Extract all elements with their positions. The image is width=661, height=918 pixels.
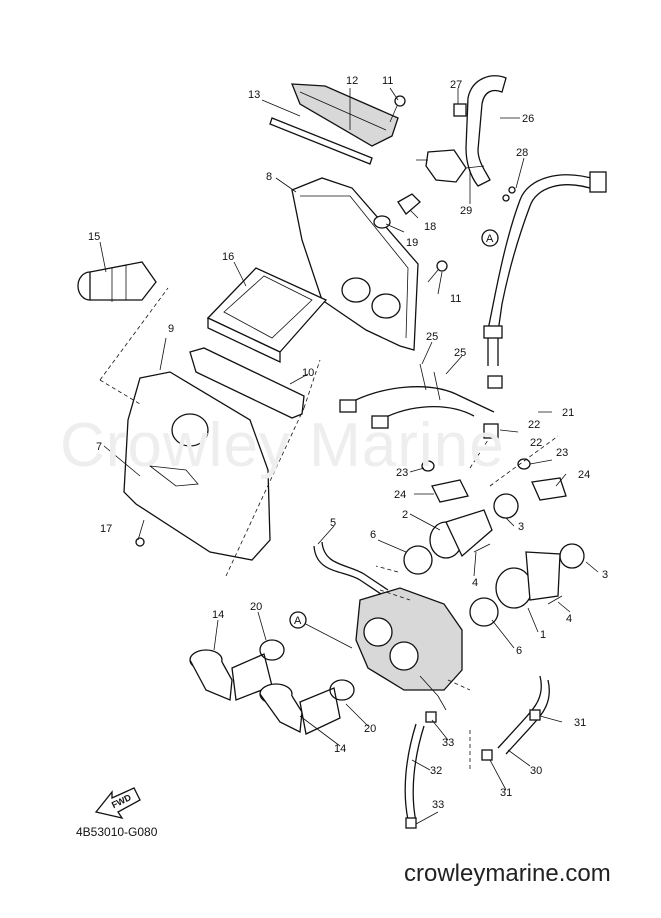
part-17-screw [135, 537, 145, 547]
part-16-filter-element [206, 267, 328, 364]
callout-10: 10 [302, 367, 314, 379]
part-2-joint [429, 509, 493, 559]
callout-3: 3 [602, 569, 608, 581]
callout-14: 14 [212, 609, 224, 621]
part-3-o-ring [493, 493, 585, 569]
callout-27: 27 [450, 79, 462, 91]
callout-20: 20 [250, 601, 262, 613]
callout-16: 16 [222, 251, 234, 263]
callout-21: 21 [562, 407, 574, 419]
callout-32: 32 [430, 765, 442, 777]
part-7-lower-case [123, 371, 271, 561]
part-9-10-gasket [189, 347, 305, 419]
part-5-hose [313, 541, 389, 597]
watermark: Crowley Marine [60, 411, 505, 480]
fwd-arrow-icon: FWD [94, 787, 141, 820]
part-13-strip [269, 117, 373, 165]
part-24-holder [431, 477, 567, 503]
callout-7: 7 [96, 441, 102, 453]
callout-6: 6 [370, 529, 376, 541]
callout-31: 31 [574, 717, 586, 729]
callout-25: 25 [426, 331, 438, 343]
callout-13: 13 [248, 89, 260, 101]
leader-lines [99, 87, 599, 825]
callout-31: 31 [500, 787, 512, 799]
callout-11: 11 [450, 293, 461, 305]
callout-30: 30 [530, 765, 542, 777]
part-4-bolt [473, 543, 563, 605]
callout-33: 33 [432, 799, 444, 811]
reference-a-circle [481, 229, 499, 247]
diagram-part-code: 4B53010-G080 [76, 825, 158, 839]
part-26-hose [453, 75, 507, 187]
callout-22: 22 [528, 419, 540, 431]
part-14-duct-right [259, 683, 341, 735]
part-23-nut [421, 458, 531, 472]
callout-5: 5 [330, 517, 336, 529]
part-31-33-clips [405, 709, 541, 829]
callout-17: 17 [100, 523, 112, 535]
callout-4: 4 [566, 613, 572, 625]
callout-2: 2 [402, 509, 408, 521]
part-19-grommet [373, 215, 391, 229]
callout-33: 33 [442, 737, 454, 749]
part-12-lid [291, 83, 399, 147]
breather-hose-a [483, 171, 607, 366]
callout-3: 3 [518, 521, 524, 533]
callout-11: 11 [382, 75, 393, 87]
callout-26: 26 [522, 113, 534, 125]
callout-1: 1 [540, 629, 546, 641]
part-21-harness [339, 363, 503, 439]
callout-14: 14 [334, 743, 346, 755]
site-url: crowleymarine.com [404, 860, 611, 887]
callout-28: 28 [516, 147, 528, 159]
callout-18: 18 [424, 221, 436, 233]
part-1-joint [495, 551, 561, 609]
callout-19: 19 [406, 237, 418, 249]
reference-a-circle-2 [289, 611, 307, 629]
callout-23: 23 [556, 447, 568, 459]
callout-15: 15 [88, 231, 100, 243]
throttle-body-assembly [355, 587, 463, 711]
part-18-sensor [397, 193, 421, 215]
callout-24: 24 [578, 469, 590, 481]
part-32-hose [404, 723, 425, 823]
part-28-clip [502, 186, 516, 202]
callout-23: 23 [396, 467, 408, 479]
callout-a: A [486, 233, 494, 245]
part-30-hose [497, 675, 550, 755]
callout-29: 29 [460, 205, 472, 217]
callout-4: 4 [472, 577, 478, 589]
part-20-clamp [259, 639, 355, 701]
callout-12: 12 [346, 75, 358, 87]
callout-25: 25 [454, 347, 466, 359]
part-8-upper-case [291, 177, 419, 351]
callout-9: 9 [168, 323, 174, 335]
callout-labels: 12 11 13 27 26 28 8 18 19 29 A 15 16 11 … [88, 75, 608, 811]
part-15-intake-duct [77, 261, 157, 302]
callout-22: 22 [530, 437, 542, 449]
callout-20: 20 [364, 723, 376, 735]
part-11-screw-mid [427, 260, 448, 283]
callout-24: 24 [394, 489, 406, 501]
callout-6: 6 [516, 645, 522, 657]
callout-8: 8 [266, 171, 272, 183]
callout-a: A [294, 615, 302, 627]
part-11-screw-top [389, 95, 406, 123]
part-29-bracket [416, 149, 485, 183]
part-6-clamp [403, 545, 499, 627]
